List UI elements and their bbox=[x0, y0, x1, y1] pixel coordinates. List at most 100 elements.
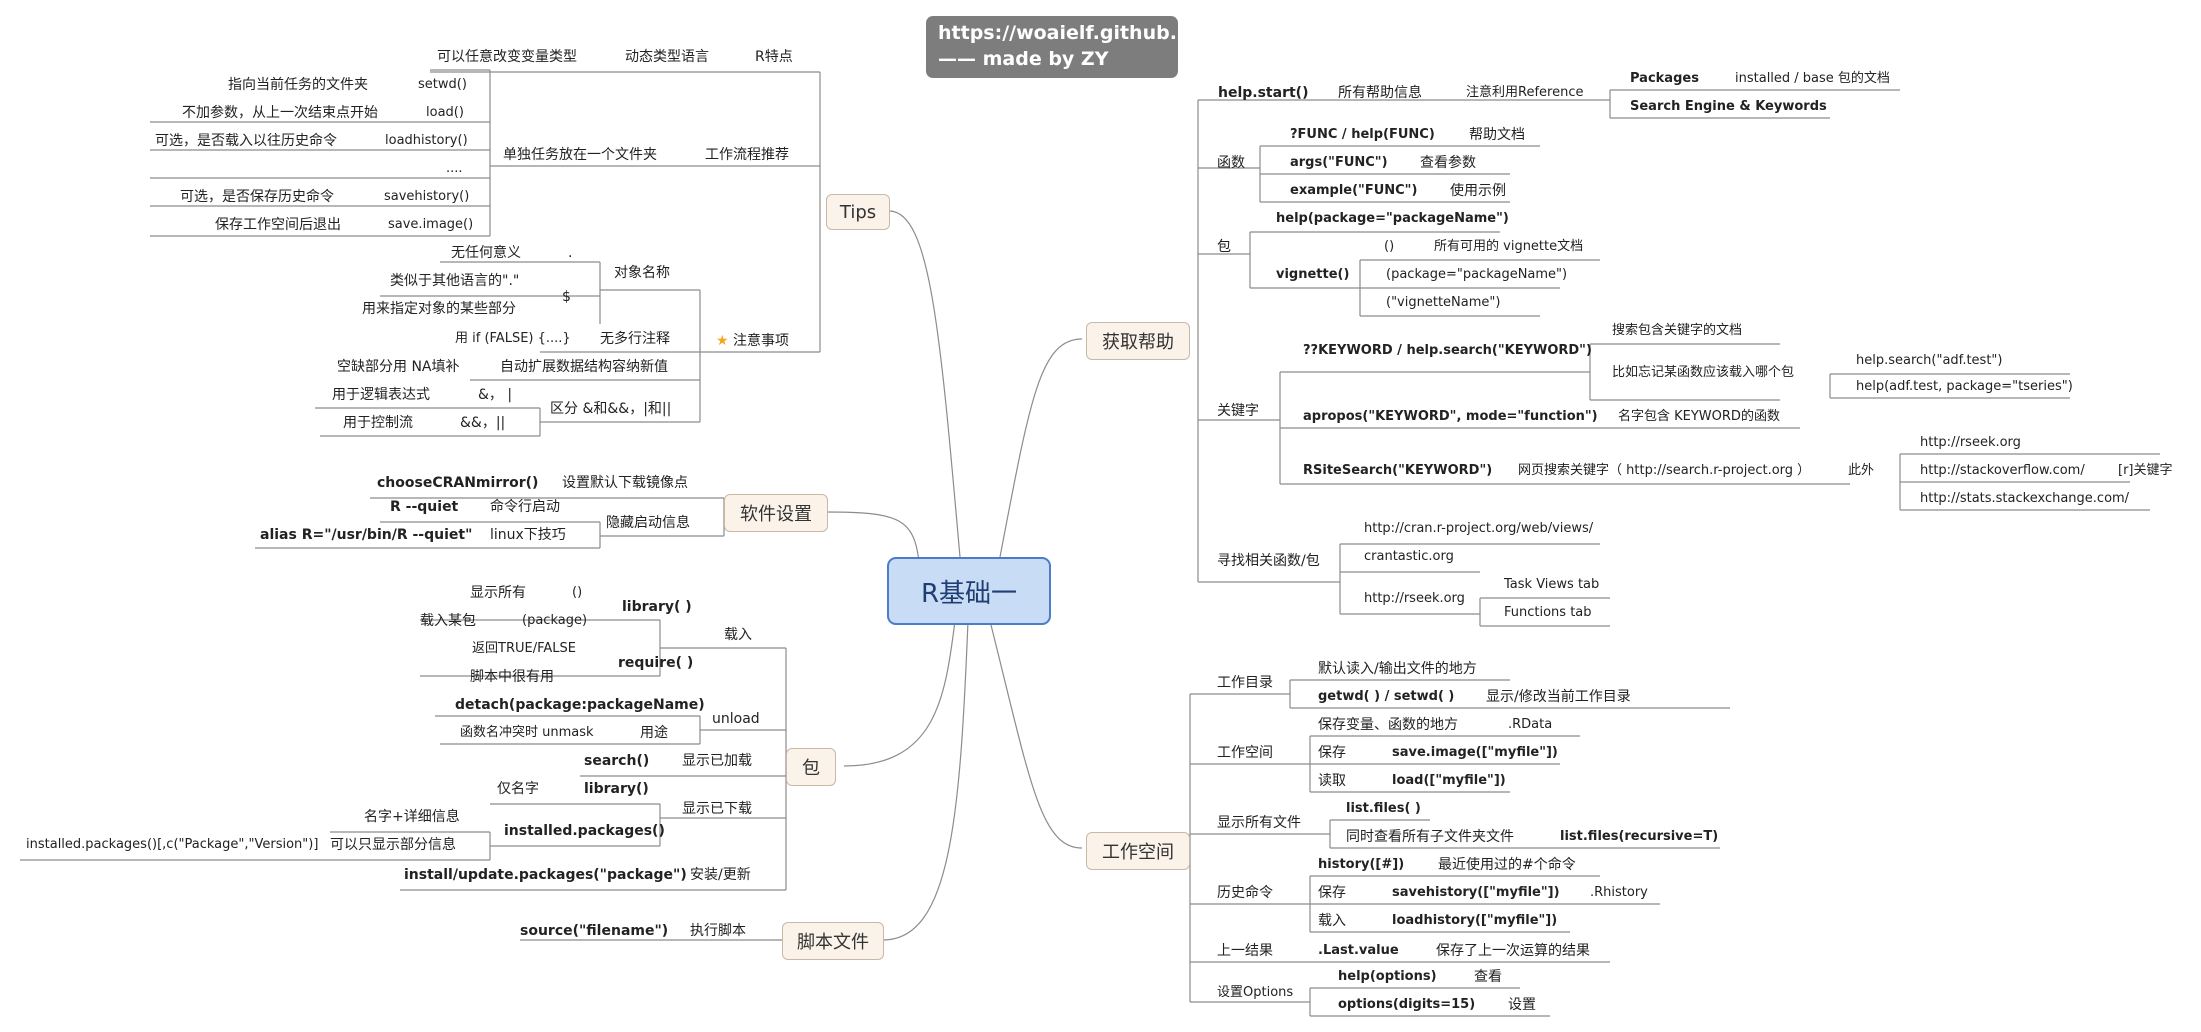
help-functions-tab: Functions tab bbox=[1504, 605, 1592, 620]
tips-dollar-desc1: 类似于其他语言的"." bbox=[390, 273, 520, 289]
ws-workdir-desc: 默认读入/输出文件的地方 bbox=[1318, 661, 1477, 677]
tips-control-flow: 用于控制流 bbox=[343, 415, 413, 431]
help-cran-views-link[interactable]: http://cran.r-project.org/web/views/ bbox=[1364, 521, 1594, 536]
tips-single-folder: 单独任务放在一个文件夹 bbox=[503, 147, 657, 163]
pkg-installed: installed.packages() bbox=[504, 823, 665, 839]
tips-dot-desc: 无任何意义 bbox=[451, 245, 521, 261]
help-func: ?FUNC / help(FUNC) bbox=[1290, 127, 1435, 142]
branch-help[interactable]: 获取帮助 bbox=[1086, 322, 1190, 360]
help-all: 所有帮助信息 bbox=[1338, 85, 1422, 101]
help-apropos: apropos("KEYWORD", mode="function") bbox=[1303, 409, 1598, 424]
help-rseek2-link[interactable]: http://rseek.org bbox=[1364, 591, 1465, 606]
help-forgot-pkg: 比如忘记某函数应该载入哪个包 bbox=[1612, 365, 1795, 380]
pkg-install: 安装/更新 bbox=[690, 867, 751, 883]
tips-setwd-desc: 指向当前任务的文件夹 bbox=[228, 77, 368, 93]
script-source: source("filename") bbox=[520, 923, 669, 939]
help-search-fn: ??KEYWORD / help.search("KEYWORD") bbox=[1303, 343, 1592, 358]
sw-quiet-desc: 命令行启动 bbox=[490, 499, 560, 515]
pkg-names-only: 仅名字 bbox=[497, 781, 539, 797]
branch-workspace[interactable]: 工作空间 bbox=[1086, 832, 1190, 870]
ws-help-options: help(options) bbox=[1338, 969, 1437, 984]
tips-multiline: 无多行注释 bbox=[600, 331, 670, 347]
pkg-loaded: 显示已加载 bbox=[682, 753, 752, 769]
help-functions: 函数 bbox=[1217, 155, 1245, 171]
pkg-load-pkg-arg: (package) bbox=[522, 613, 588, 628]
pkg-usage-desc: 函数名冲突时 unmask bbox=[460, 725, 594, 740]
help-rsitesearch: RSiteSearch("KEYWORD") bbox=[1303, 463, 1493, 478]
pkg-partial-code: installed.packages()[,c("Package","Versi… bbox=[26, 837, 319, 852]
help-pkg: 包 bbox=[1217, 239, 1231, 255]
tips-saveimage: save.image() bbox=[388, 217, 474, 232]
branch-scripts[interactable]: 脚本文件 bbox=[782, 922, 884, 960]
tips-distinguish: 区分 &和&&，|和|| bbox=[550, 401, 672, 417]
help-task-views: Task Views tab bbox=[1504, 577, 1600, 592]
tips-saveimage-desc: 保存工作空间后退出 bbox=[215, 217, 341, 233]
help-stats-se-link[interactable]: http://stats.stackexchange.com/ bbox=[1920, 491, 2130, 506]
tips-load-desc: 不加参数，从上一次结束点开始 bbox=[182, 105, 378, 121]
tips-auto-extend: 自动扩展数据结构容纳新值 bbox=[500, 359, 668, 375]
help-stackoverflow-link[interactable]: http://stackoverflow.com/ bbox=[1920, 463, 2085, 478]
branch-tips[interactable]: Tips bbox=[826, 194, 890, 230]
ws-rhistory: .Rhistory bbox=[1590, 885, 1648, 900]
help-vignette: vignette() bbox=[1276, 267, 1350, 282]
banner-url: https://woaielf.github.io/ bbox=[938, 22, 1204, 44]
pkg-name-detail: 名字+详细信息 bbox=[364, 809, 460, 825]
pkg-install-fn: install/update.packages("package") bbox=[404, 867, 687, 883]
sw-mirror-desc: 设置默认下载镜像点 bbox=[562, 475, 688, 491]
help-vignette-empty: () bbox=[1384, 239, 1395, 254]
help-start: help.start() bbox=[1218, 85, 1309, 101]
help-vignette-pkg: (package="packageName") bbox=[1386, 267, 1568, 282]
help-help-example: help(adf.test, package="tseries") bbox=[1856, 379, 2073, 394]
tips-na-fill: 空缺部分用 NA填补 bbox=[337, 359, 460, 375]
tips-object-names: 对象名称 bbox=[614, 265, 670, 281]
help-keywords: 关键字 bbox=[1217, 403, 1259, 419]
help-apropos-desc: 名字包含 KEYWORD的函数 bbox=[1618, 409, 1780, 424]
pkg-usage: 用途 bbox=[640, 725, 668, 741]
tips-loadhistory: loadhistory() bbox=[385, 133, 468, 148]
pkg-partial: 可以只显示部分信息 bbox=[330, 837, 456, 853]
tips-logic-expr: 用于逻辑表达式 bbox=[332, 387, 430, 403]
tips-r-features: R特点 bbox=[755, 49, 793, 65]
star-icon: ★ bbox=[716, 333, 729, 349]
ws-read: 读取 bbox=[1318, 773, 1346, 789]
pkg-return-tf: 返回TRUE/FALSE bbox=[472, 641, 576, 656]
ws-last-result: 上一结果 bbox=[1217, 943, 1273, 959]
help-crantastic-link[interactable]: crantastic.org bbox=[1364, 549, 1454, 564]
author-banner: https://woaielf.github.io/ —— made by ZY bbox=[926, 16, 1204, 78]
help-rseek-link[interactable]: http://rseek.org bbox=[1920, 435, 2021, 450]
help-doc: 帮助文档 bbox=[1469, 127, 1525, 143]
branch-packages[interactable]: 包 bbox=[786, 748, 836, 786]
ws-options-fn: options(digits=15) bbox=[1338, 997, 1476, 1012]
tips-load: load() bbox=[426, 105, 464, 120]
ws-with-sub: 同时查看所有子文件夹文件 bbox=[1346, 829, 1514, 845]
ws-load-fn: load(["myfile"]) bbox=[1392, 773, 1506, 788]
ws-show-files: 显示所有文件 bbox=[1217, 815, 1301, 831]
help-find-related: 寻找相关函数/包 bbox=[1217, 553, 1320, 569]
ws-list-files-rec: list.files(recursive=T) bbox=[1560, 829, 1719, 844]
help-besides: 此外 bbox=[1848, 463, 1875, 478]
ws-history-cmd: 历史命令 bbox=[1217, 885, 1273, 901]
banner-credit: —— made by ZY bbox=[938, 48, 1109, 70]
ws-savehistory: savehistory(["myfile"]) bbox=[1392, 885, 1560, 900]
pkg-library: library( ) bbox=[622, 599, 692, 615]
ws-recent: 最近使用过的#个命令 bbox=[1438, 857, 1576, 873]
tips-control-sym: &&，|| bbox=[460, 415, 506, 431]
root-node[interactable]: R基础一 bbox=[887, 557, 1051, 625]
ws-ws: 工作空间 bbox=[1217, 745, 1273, 761]
ws-rdata: .RData bbox=[1508, 717, 1553, 732]
tips-loadhistory-desc: 可选，是否载入以往历史命令 bbox=[155, 133, 337, 149]
pkg-show-all: 显示所有 bbox=[470, 585, 526, 601]
branch-software[interactable]: 软件设置 bbox=[724, 494, 828, 532]
help-search-example: help.search("adf.test") bbox=[1856, 353, 2003, 368]
tips-ellipsis: .... bbox=[446, 161, 463, 176]
ws-save: 保存 bbox=[1318, 745, 1346, 761]
tips-dollar: $ bbox=[562, 289, 571, 305]
help-view-args: 查看参数 bbox=[1420, 155, 1476, 171]
tips-notes: ★ 注意事项 bbox=[716, 333, 790, 349]
ws-workdir: 工作目录 bbox=[1217, 675, 1273, 691]
help-vignette-all: 所有可用的 vignette文档 bbox=[1434, 239, 1584, 254]
help-example: example("FUNC") bbox=[1290, 183, 1418, 198]
ws-loadhistory: loadhistory(["myfile"]) bbox=[1392, 913, 1558, 928]
ws-getwd-desc: 显示/修改当前工作目录 bbox=[1486, 689, 1631, 705]
